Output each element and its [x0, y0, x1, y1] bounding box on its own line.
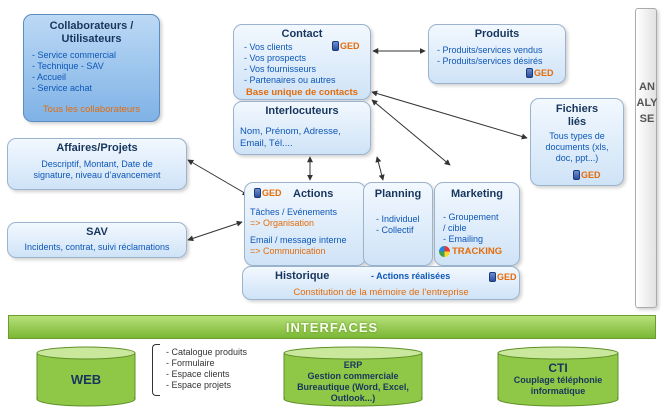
historique-title: Historique — [275, 270, 330, 282]
actions-title: Actions — [293, 188, 334, 200]
ged-icon — [489, 272, 496, 282]
analyse-label: ANALYSE — [636, 81, 658, 125]
web-label: WEB — [70, 372, 102, 387]
list-item: - Vos clients — [244, 42, 293, 52]
list-item: - Formulaire — [166, 358, 215, 368]
historique-ged: GED — [489, 272, 517, 282]
erp-cylinder-shape — [283, 346, 423, 407]
arrow-sav-actions — [187, 220, 243, 242]
contact-footer: Base unique de contacts — [246, 87, 358, 98]
list-item: - Vos fournisseurs — [244, 64, 317, 74]
web-cylinder-shape — [36, 346, 136, 407]
affaires-text: Descriptif, Montant, Date de signature, … — [33, 159, 161, 180]
list-item: - Service achat — [32, 83, 93, 93]
tracking-icon — [439, 246, 450, 257]
contact-list: - Vos clients - Vos prospects - Vos four… — [244, 42, 336, 86]
collaborateurs-list: - Service commercial - Technique - SAV -… — [32, 50, 116, 94]
list-item: - Service commercial — [32, 50, 117, 60]
ged-icon — [332, 41, 339, 51]
interlocuteurs-title: Interlocuteurs — [265, 105, 339, 117]
fichiers-box: Fichiers liés Tous types de documents (x… — [530, 98, 624, 186]
contact-title: Contact — [281, 28, 323, 40]
tracking-badge: TRACKING — [439, 246, 502, 257]
produits-box: Produits - Produits/services vendus - Pr… — [428, 24, 566, 84]
sav-box: SAV Incidents, contrat, suivi réclamatio… — [7, 222, 187, 258]
list-item: - Emailing — [443, 234, 484, 244]
cti-cylinder-shape — [497, 346, 619, 407]
cti-text: CTI Couplage téléphonie informatique — [513, 361, 603, 396]
planning-title: Planning — [374, 188, 422, 200]
arrow-affaires-actions — [187, 159, 249, 196]
arrow-interlocuteurs-planning — [375, 156, 385, 181]
contact-ged: GED — [332, 41, 360, 51]
marketing-list: - Groupement / cible - Emailing — [443, 212, 499, 245]
list-item: - Catalogue produits — [166, 347, 248, 357]
sav-title: SAV — [86, 226, 108, 238]
fichiers-ged: GED — [573, 170, 601, 180]
erp-text: ERP Gestion commerciale Bureautique (Wor… — [297, 360, 409, 403]
list-item: - Groupement — [443, 212, 499, 222]
list-item: - Espace clients — [166, 369, 230, 379]
cti-cylinder: CTI Couplage téléphonie informatique — [497, 346, 619, 408]
actions-text: Tâches / Evénements => Organisation Emai… — [250, 207, 347, 256]
marketing-title: Marketing — [451, 188, 503, 200]
interlocuteurs-box: Interlocuteurs Nom, Prénom, Adresse, Ema… — [233, 101, 371, 155]
sav-text: Incidents, contrat, suivi réclamations — [24, 242, 170, 252]
interfaces-banner: INTERFACES — [8, 315, 656, 339]
planning-list: - Individuel - Collectif — [376, 214, 420, 236]
ged-icon — [254, 188, 261, 198]
web-bracket — [152, 344, 160, 396]
collaborateurs-box: Collaborateurs / Utilisateurs - Service … — [23, 14, 160, 122]
interlocuteurs-fields: Nom, Prénom, Adresse, Email, Tél.... — [240, 126, 341, 149]
list-item: - Vos prospects — [244, 53, 307, 63]
list-item: - Produits/services vendus — [437, 45, 543, 55]
web-cylinder: WEB — [36, 346, 136, 408]
collaborateurs-title: Collaborateurs / Utilisateurs — [49, 20, 134, 45]
affaires-title: Affaires/Projets — [56, 142, 138, 154]
arrow-contact-fichiers — [371, 90, 528, 140]
ged-icon — [573, 170, 580, 180]
produits-ged: GED — [526, 68, 554, 78]
fichiers-title: Fichiers liés — [555, 103, 599, 128]
list-item: - Individuel — [376, 214, 420, 224]
ged-icon — [526, 68, 533, 78]
list-item: - Collectif — [376, 225, 414, 235]
historique-box: Historique - Actions réalisées GED Const… — [242, 266, 520, 300]
arrow-lines — [187, 48, 528, 242]
erp-cylinder: ERP Gestion commerciale Bureautique (Wor… — [283, 346, 423, 408]
produits-list: - Produits/services vendus - Produits/se… — [437, 45, 543, 67]
planning-box: Planning - Individuel - Collectif — [363, 182, 433, 266]
list-item: / cible — [443, 223, 467, 233]
list-item: - Accueil — [32, 72, 67, 82]
marketing-box: Marketing - Groupement / cible - Emailin… — [434, 182, 520, 266]
list-item: - Partenaires ou autres — [244, 75, 336, 85]
actions-ged: GED — [254, 188, 282, 198]
historique-sub: - Actions réalisées — [371, 271, 451, 281]
list-item: - Produits/services désirés — [437, 56, 543, 66]
arrow-contact-marketing — [371, 99, 451, 166]
analyse-bar: ANALYSE — [635, 8, 658, 308]
web-list: - Catalogue produits - Formulaire - Espa… — [166, 347, 247, 391]
contact-box: Contact GED - Vos clients - Vos prospect… — [233, 24, 371, 100]
list-item: - Technique - SAV — [32, 61, 104, 71]
collaborateurs-footer: Tous les collaborateurs — [42, 104, 141, 115]
affaires-box: Affaires/Projets Descriptif, Montant, Da… — [7, 138, 187, 190]
fichiers-text: Tous types de documents (xls, doc, ppt..… — [545, 131, 609, 163]
actions-box: GED Actions Tâches / Evénements => Organ… — [244, 182, 366, 266]
produits-title: Produits — [474, 28, 520, 40]
list-item: - Espace projets — [166, 380, 232, 390]
historique-footer: Constitution de la mémoire de l’entrepri… — [293, 287, 469, 298]
